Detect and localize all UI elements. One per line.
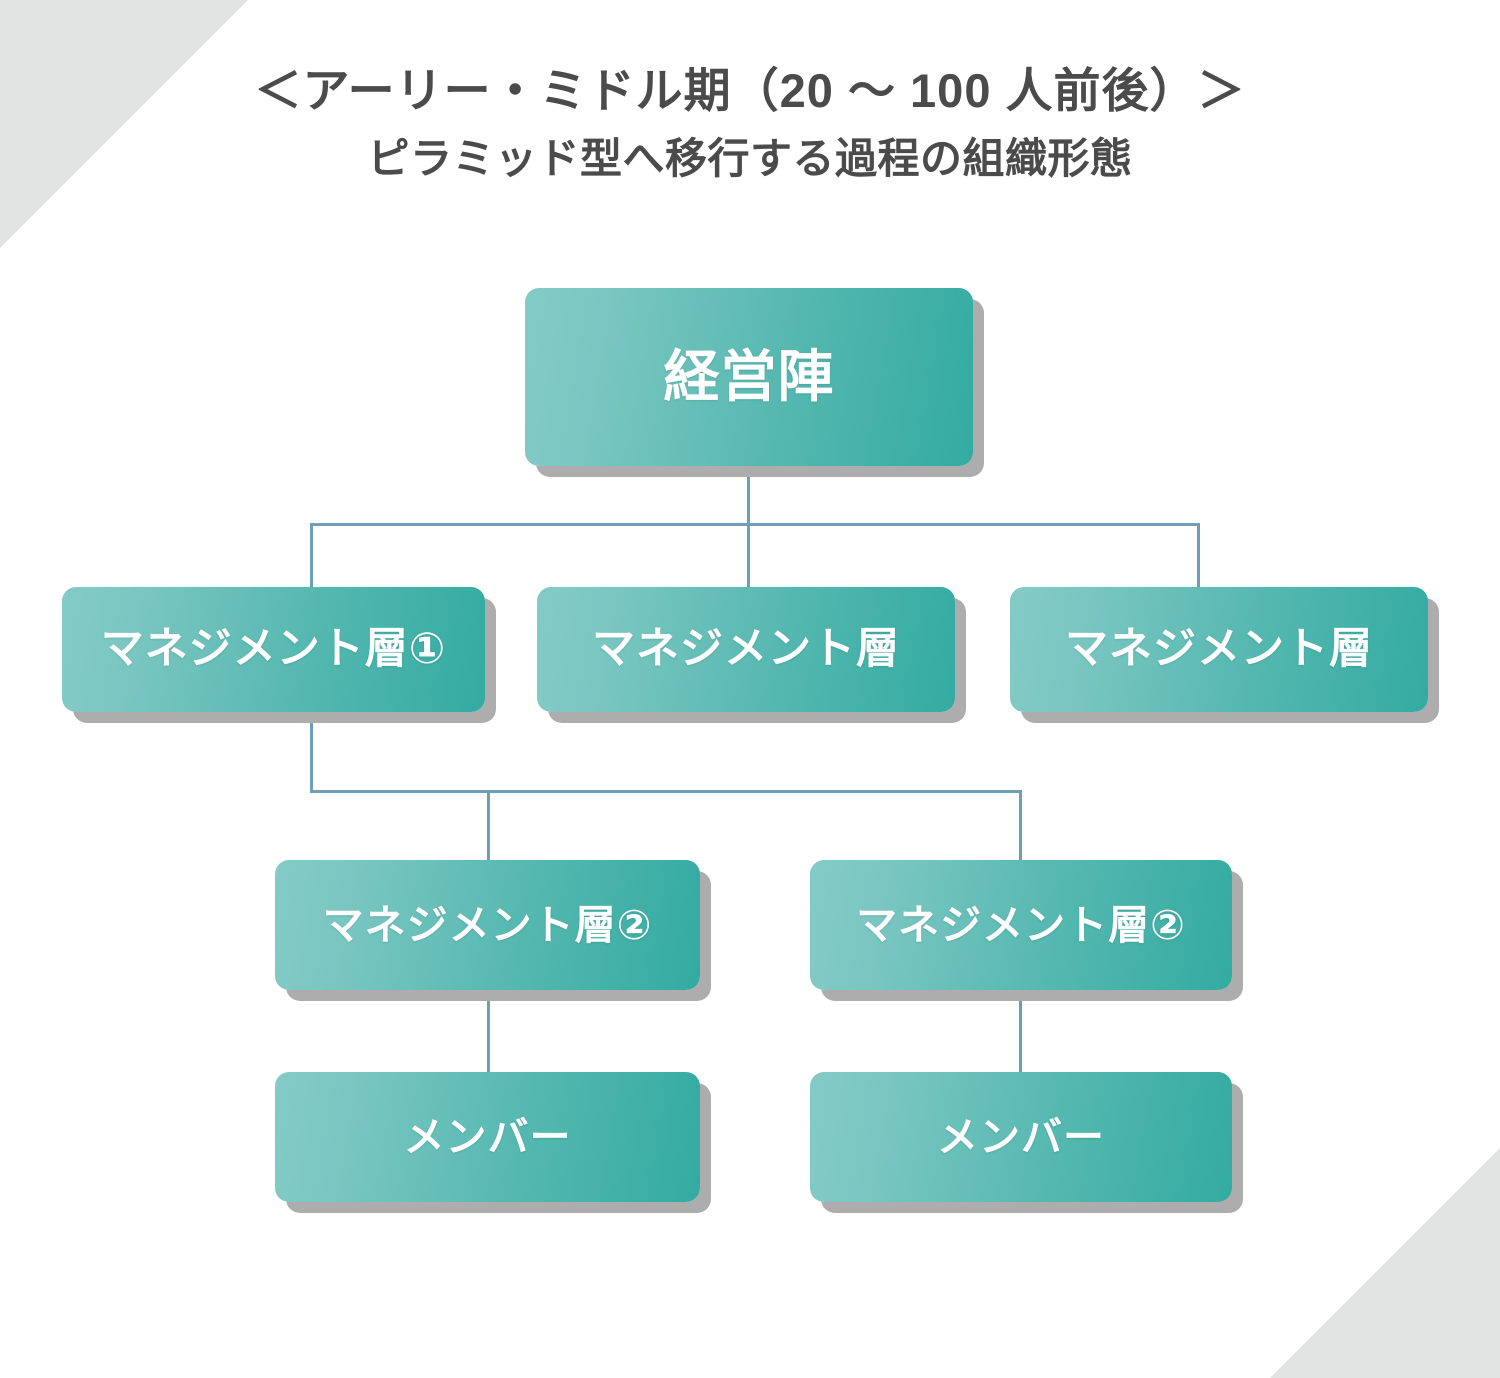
connector-exec-stem [747, 466, 750, 526]
node-member-1-label: メンバー [403, 1113, 572, 1160]
connector-drop-mgr2a [487, 790, 490, 862]
page-title: ＜アーリー・ミドル期（20 〜 100 人前後）＞ [254, 64, 1246, 117]
node-member-1[interactable]: メンバー [275, 1072, 700, 1202]
connector-drop-mgr2 [747, 523, 750, 589]
corner-triangle-bottom-right [1270, 1148, 1500, 1378]
node-management-sub-2-label: マネジメント層② [856, 901, 1186, 948]
connector-drop-mgr2b [1019, 790, 1022, 862]
connector-drop-mgr3 [1197, 523, 1200, 589]
connector-level2-bus [310, 523, 1200, 526]
node-member-2-label: メンバー [937, 1113, 1105, 1160]
node-management-2-label: マネジメント層 [592, 625, 900, 673]
node-management-2[interactable]: マネジメント層 [537, 587, 955, 712]
node-management-sub-1[interactable]: マネジメント層② [275, 860, 700, 990]
chart-title-block: ＜アーリー・ミドル期（20 〜 100 人前後）＞ ピラミッド型へ移行する過程の… [0, 62, 1500, 185]
corner-triangle-top-left [0, 0, 248, 248]
connector-mgr1-stem [310, 712, 313, 792]
node-member-2[interactable]: メンバー [810, 1072, 1232, 1202]
connector-mgr2b-to-member2 [1019, 990, 1022, 1076]
node-management-sub-1-label: マネジメント層② [322, 901, 653, 948]
node-management-3-label: マネジメント層 [1065, 625, 1373, 673]
connector-level3-bus [310, 790, 1022, 793]
connector-mgr2a-to-member1 [487, 990, 490, 1076]
node-management-sub-2[interactable]: マネジメント層② [810, 860, 1232, 990]
node-exec[interactable]: 経営陣 [525, 288, 973, 466]
node-management-1-label: マネジメント層① [100, 625, 447, 673]
node-management-3[interactable]: マネジメント層 [1010, 587, 1428, 712]
node-exec-label: 経営陣 [663, 345, 835, 408]
node-management-1[interactable]: マネジメント層① [62, 587, 485, 712]
connector-drop-mgr1 [310, 523, 313, 589]
page-subtitle: ピラミッド型へ移行する過程の組織形態 [367, 135, 1133, 183]
